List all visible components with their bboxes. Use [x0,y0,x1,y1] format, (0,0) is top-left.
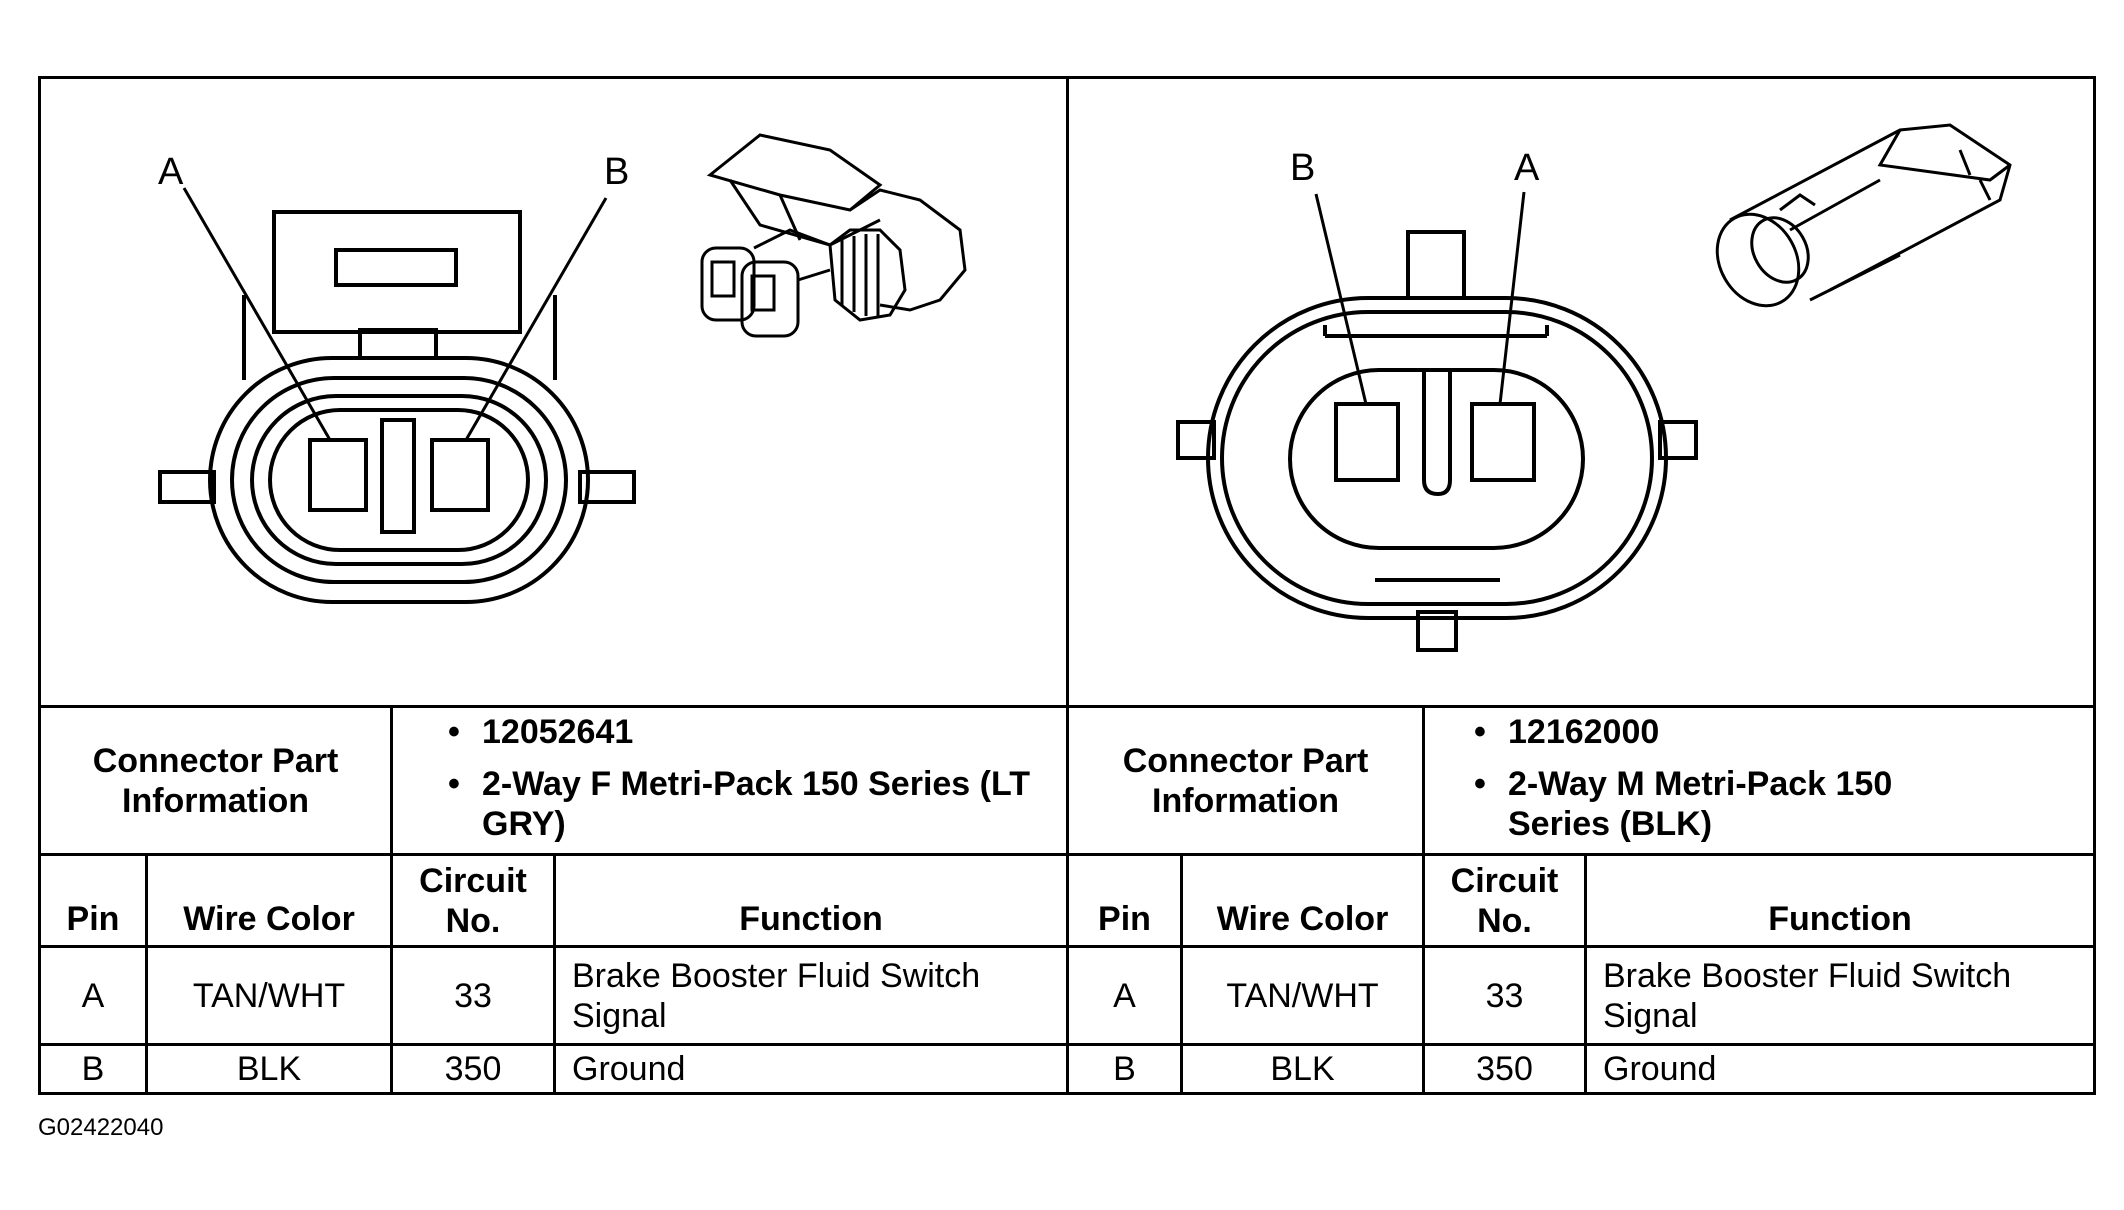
left-info-list: •12052641 •2-Way F Metri-Pack 150 Series… [448,712,1058,844]
left-col-circuit: Circuit No. [419,861,527,940]
right-col-pin: Pin [1098,900,1151,938]
right-row-a-pin: A [1113,976,1136,1015]
hline-top-table [38,705,2096,708]
left-col-wire-color: Wire Color [183,900,355,938]
right-part-number: 12162000 [1508,713,1660,751]
vline-left-circuit [553,853,556,1095]
right-row-b-wire: BLK [1270,1050,1335,1088]
left-row-a-wire: TAN/WHT [192,976,346,1015]
left-row-b-wire: BLK [236,1050,302,1088]
right-col-wire-color: Wire Color [1216,900,1389,938]
vline-right-info [1422,705,1425,855]
center-divider [1066,76,1069,1095]
pin-label-left-a: A [158,151,184,193]
vline-right-circuit [1584,853,1587,1095]
vline-right-pin [1180,853,1183,1095]
left-row-a-circuit: 33 [454,976,492,1015]
female-connector-iso [700,133,967,338]
left-row-b-pin: B [81,1050,105,1088]
right-row-a-circuit: 33 [1485,976,1524,1015]
left-row-a-pin: A [81,976,105,1015]
right-row-b-function: Ground [1603,1050,1717,1088]
left-part-description: 2-Way F Metri-Pack 150 Series (LT GRY) [482,765,1030,843]
pin-label-right-b: B [1290,147,1315,189]
male-connector-face [1176,230,1698,652]
hline-header-bottom [38,945,2096,948]
left-row-b-function: Ground [572,1050,686,1088]
left-info-header: Connector Part Information [92,741,339,820]
pin-label-left-b: B [604,151,629,193]
left-row-b-circuit: 350 [444,1050,502,1088]
right-col-function: Function [1768,900,1912,938]
left-part-number: 12052641 [482,713,634,751]
right-row-a-function: Brake Booster Fluid Switch Signal [1603,956,2012,1035]
vline-left-pin [145,853,148,1095]
right-info-header: Connector Part Information [1122,741,1369,820]
hline-info-bottom [38,853,2096,856]
hline-row-a-bottom [38,1043,2096,1046]
male-connector-iso [1715,123,2012,308]
vline-right-wire [1422,853,1425,1095]
pin-label-right-a: A [1514,147,1540,189]
pin-callout-lines [182,187,1526,441]
vline-left-info [390,705,393,855]
left-col-pin: Pin [66,900,120,938]
figure-id: G02422040 [38,1114,164,1141]
vline-left-wire [390,853,393,1095]
right-part-description: 2-Way M Metri-Pack 150 Series (BLK) [1508,765,1893,843]
right-col-circuit: Circuit No. [1450,861,1559,940]
female-connector-face [158,210,636,604]
pin-letters: A B B A [158,147,1540,193]
right-row-b-pin: B [1113,1050,1136,1088]
right-row-a-wire: TAN/WHT [1226,976,1379,1015]
right-row-b-circuit: 350 [1476,1050,1533,1088]
left-row-a-function: Brake Booster Fluid Switch Signal [572,956,981,1035]
right-info-list: •12162000 •2-Way M Metri-Pack 150 Series… [1474,712,1914,844]
left-col-function: Function [739,900,883,938]
